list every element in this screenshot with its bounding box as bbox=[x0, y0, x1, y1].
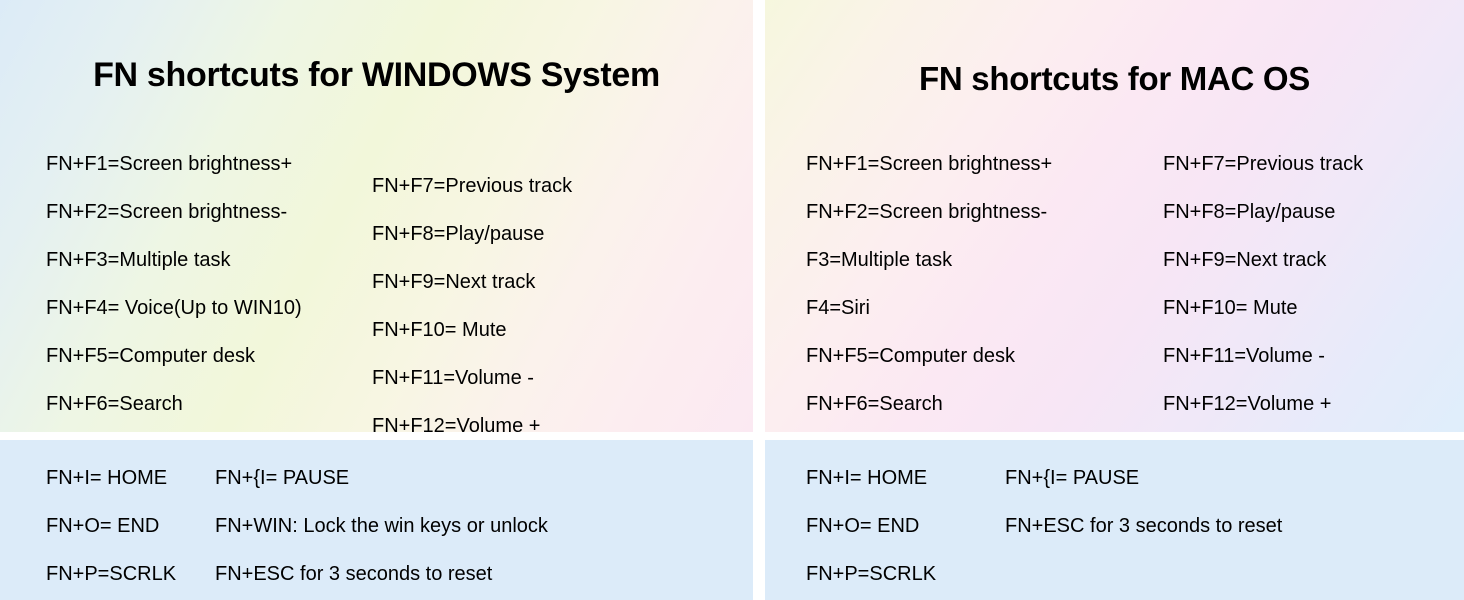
macos-extra-columns: FN+I= HOME FN+O= END FN+P=SCRLK FN+{I= P… bbox=[765, 454, 1464, 598]
shortcut-item: FN+ESC for 3 seconds to reset bbox=[215, 563, 493, 585]
macos-panel-title: FN shortcuts for MAC OS bbox=[919, 60, 1310, 97]
shortcut-item: FN+F1=Screen brightness+ bbox=[806, 153, 1053, 175]
shortcut-item: FN+{I= PAUSE bbox=[215, 467, 350, 489]
shortcut-item: FN+F12=Volume + bbox=[1163, 393, 1332, 415]
shortcut-item: FN+F8=Play/pause bbox=[1163, 201, 1336, 223]
shortcut-item: F4=Siri bbox=[806, 297, 870, 319]
top-panels-row: FN shortcuts for WINDOWS System FN+F1=Sc… bbox=[0, 0, 1464, 432]
windows-extra-column-right: FN+{I= PAUSE FN+WIN: Lock the win keys o… bbox=[215, 454, 735, 598]
shortcut-item: FN+P=SCRLK bbox=[46, 563, 177, 585]
shortcut-item: FN+F11=Volume - bbox=[372, 367, 534, 389]
shortcut-item: FN+F8=Play/pause bbox=[372, 223, 545, 245]
windows-shortcut-columns: FN+F1=Screen brightness+ FN+F2=Screen br… bbox=[0, 140, 753, 432]
windows-shortcuts-panel: FN shortcuts for WINDOWS System FN+F1=Sc… bbox=[0, 0, 753, 432]
shortcut-item: FN+ESC for 3 seconds to reset bbox=[1005, 515, 1283, 537]
shortcut-item: FN+P=SCRLK bbox=[806, 563, 937, 585]
macos-extra-shortcuts-panel: FN+I= HOME FN+O= END FN+P=SCRLK FN+{I= P… bbox=[765, 440, 1464, 600]
windows-extra-columns: FN+I= HOME FN+O= END FN+P=SCRLK FN+{I= P… bbox=[0, 454, 753, 598]
shortcut-item: FN+F12=Volume + bbox=[372, 415, 541, 432]
shortcut-item: FN+F4= Voice(Up to WIN10) bbox=[46, 297, 302, 319]
shortcut-item: FN+I= HOME bbox=[806, 467, 928, 489]
shortcut-item: FN+F5=Computer desk bbox=[806, 345, 1015, 367]
shortcut-item: FN+F9=Next track bbox=[372, 271, 536, 293]
windows-extra-column-left: FN+I= HOME FN+O= END FN+P=SCRLK bbox=[0, 454, 215, 598]
shortcut-item: FN+{I= PAUSE bbox=[1005, 467, 1140, 489]
macos-shortcut-columns: FN+F1=Screen brightness+ FN+F2=Screen br… bbox=[765, 140, 1464, 428]
windows-fn-column-left: FN+F1=Screen brightness+ FN+F2=Screen br… bbox=[0, 140, 360, 432]
shortcut-item: F3=Multiple task bbox=[806, 249, 953, 271]
windows-fn-column-right: FN+F7=Previous track FN+F8=Play/pause FN… bbox=[360, 140, 740, 432]
windows-extra-shortcuts-panel: FN+I= HOME FN+O= END FN+P=SCRLK FN+{I= P… bbox=[0, 440, 753, 600]
shortcut-item: FN+F1=Screen brightness+ bbox=[46, 153, 293, 175]
shortcut-item: FN+F9=Next track bbox=[1163, 249, 1327, 271]
shortcut-item: FN+F11=Volume - bbox=[1163, 345, 1325, 367]
shortcut-item: FN+O= END bbox=[46, 515, 160, 537]
macos-extra-column-left: FN+I= HOME FN+O= END FN+P=SCRLK bbox=[765, 454, 1005, 598]
macos-fn-column-right: FN+F7=Previous track FN+F8=Play/pause FN… bbox=[1155, 140, 1455, 428]
shortcut-item: FN+I= HOME bbox=[46, 467, 168, 489]
shortcut-item: FN+F7=Previous track bbox=[372, 175, 573, 197]
shortcut-item: FN+F10= Mute bbox=[372, 319, 507, 341]
shortcut-item: FN+F6=Search bbox=[46, 393, 183, 415]
shortcut-item: FN+F5=Computer desk bbox=[46, 345, 255, 367]
macos-fn-column-left: FN+F1=Screen brightness+ FN+F2=Screen br… bbox=[765, 140, 1155, 428]
windows-panel-title: FN shortcuts for WINDOWS System bbox=[93, 56, 660, 94]
shortcut-item: FN+F10= Mute bbox=[1163, 297, 1298, 319]
shortcut-item: FN+WIN: Lock the win keys or unlock bbox=[215, 515, 548, 537]
shortcut-item: FN+F7=Previous track bbox=[1163, 153, 1364, 175]
shortcut-item: FN+O= END bbox=[806, 515, 920, 537]
shortcut-item: FN+F6=Search bbox=[806, 393, 943, 415]
macos-extra-column-right: FN+{I= PAUSE FN+ESC for 3 seconds to res… bbox=[1005, 454, 1445, 598]
shortcut-item: FN+F2=Screen brightness- bbox=[46, 201, 288, 223]
macos-shortcuts-panel: FN shortcuts for MAC OS FN+F1=Screen bri… bbox=[765, 0, 1464, 432]
shortcut-item: FN+F2=Screen brightness- bbox=[806, 201, 1048, 223]
shortcut-item: FN+F3=Multiple task bbox=[46, 249, 231, 271]
